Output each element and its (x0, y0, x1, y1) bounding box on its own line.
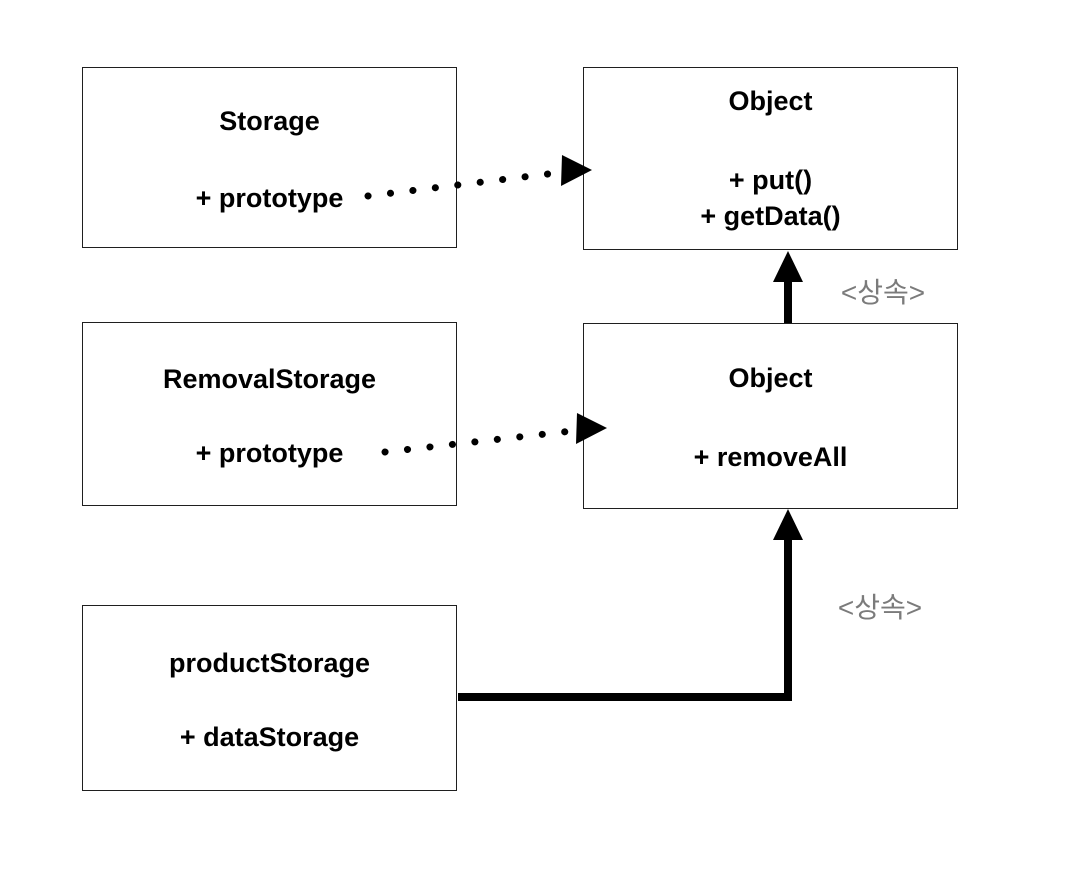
inheritance-label-top: <상속> (840, 277, 926, 308)
class-member: + removeAll (693, 442, 848, 472)
class-member: + put() (728, 165, 813, 195)
class-member: + getData() (700, 201, 841, 231)
inheritance-arrow-object-to-object (773, 251, 803, 323)
class-box-product-storage: productStorage + dataStorage (82, 605, 457, 791)
class-box-storage: Storage + prototype (82, 67, 457, 248)
inheritance-arrow-product-to-object (458, 509, 803, 701)
class-member: + prototype (195, 183, 344, 213)
class-title: Storage (219, 106, 320, 136)
class-title: Object (728, 86, 813, 116)
class-title: RemovalStorage (162, 364, 377, 394)
class-box-object-top: Object + put() + getData() (583, 67, 958, 250)
class-title: Object (728, 363, 813, 393)
inheritance-label-bottom: <상속> (837, 592, 923, 623)
class-member: + prototype (195, 438, 344, 468)
class-member: + dataStorage (179, 722, 360, 752)
class-box-removal-storage: RemovalStorage + prototype (82, 322, 457, 506)
class-title: productStorage (168, 648, 370, 678)
class-box-object-middle: Object + removeAll (583, 323, 958, 509)
